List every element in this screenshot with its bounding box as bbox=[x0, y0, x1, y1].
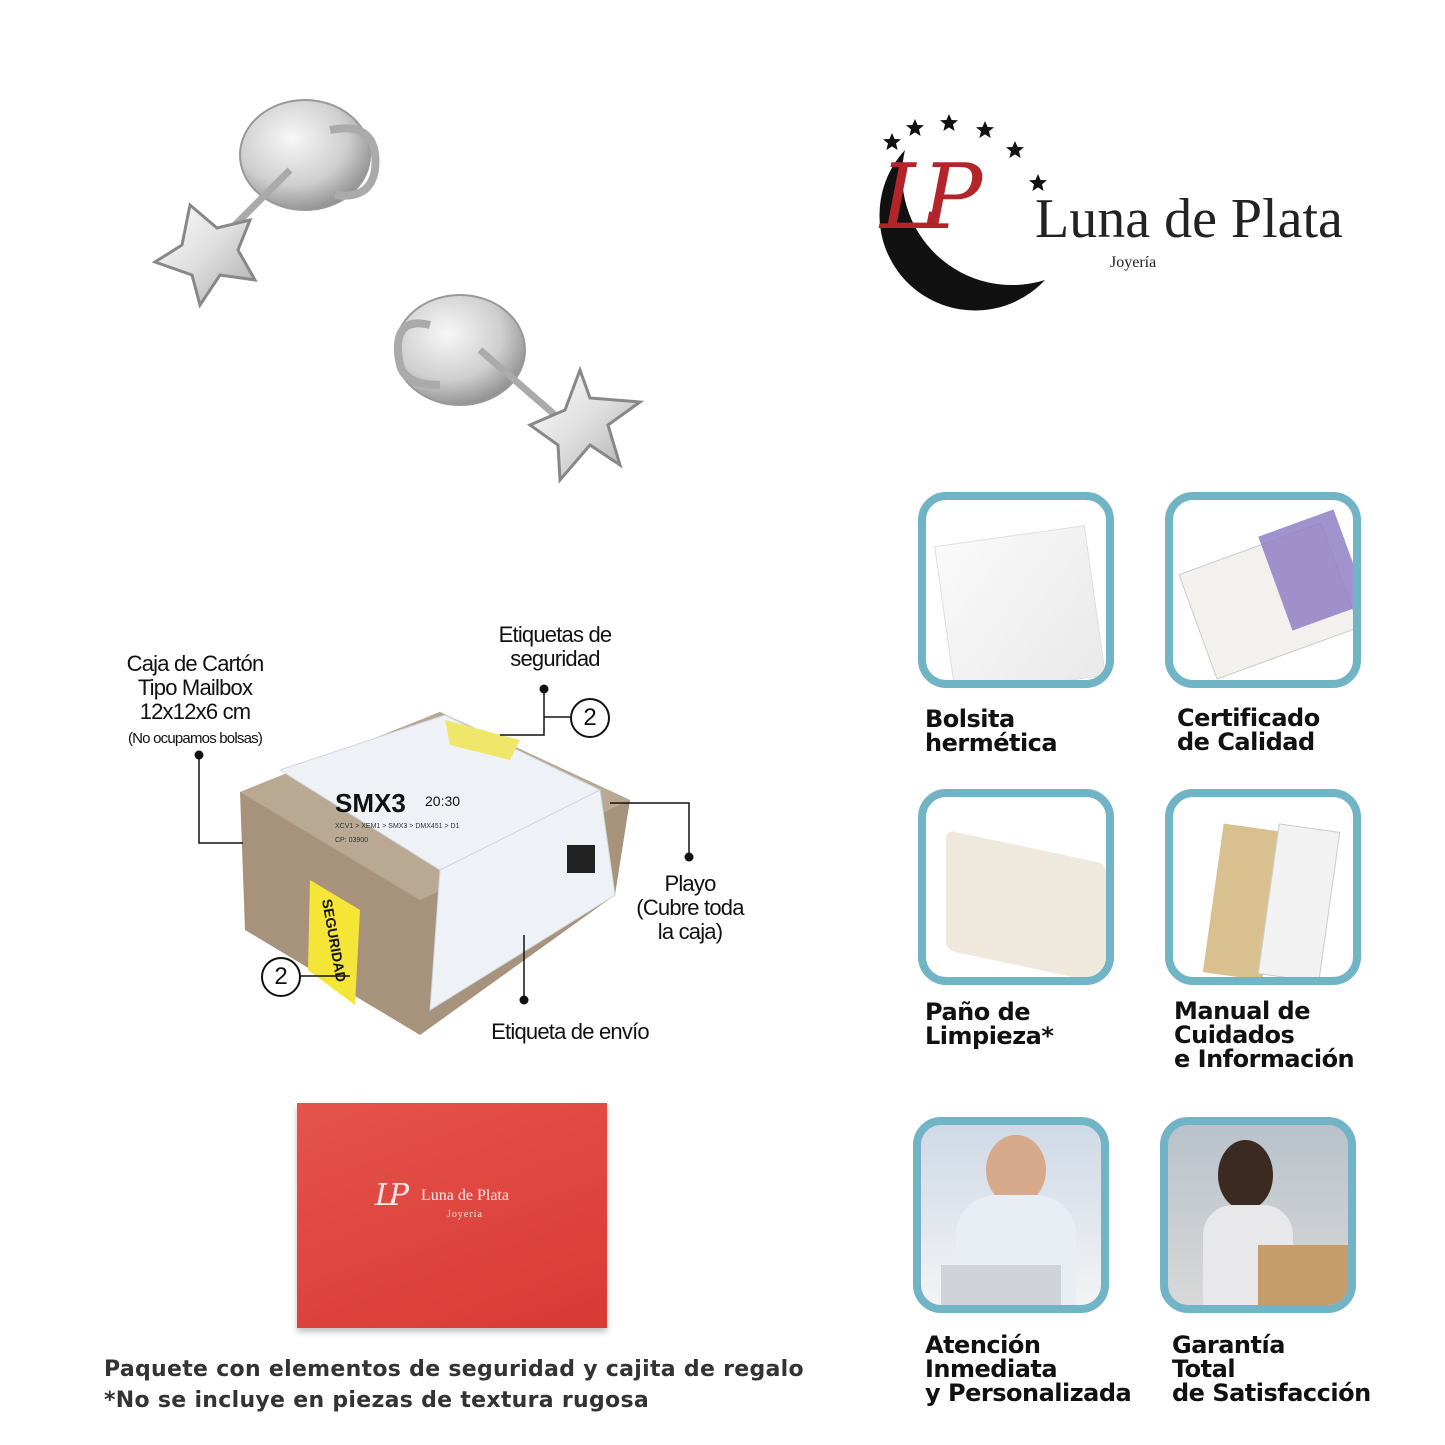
happy-customer-icon bbox=[1218, 1140, 1273, 1210]
box-annotation: Caja de Cartón Tipo Mailbox 12x12x6 cm (… bbox=[100, 652, 290, 751]
logo-name: Luna de Plata bbox=[1035, 188, 1343, 250]
earring-right bbox=[394, 294, 645, 484]
giftbox-monogram: LP bbox=[375, 1178, 409, 1213]
brand-logo: LP Luna de Plata Joyería bbox=[845, 110, 1385, 320]
feature-card-certificate bbox=[1165, 492, 1361, 688]
feature-label: Certificado de Calidad bbox=[1177, 704, 1320, 756]
star-earrings-image bbox=[151, 99, 645, 484]
cleaning-cloth-icon bbox=[946, 829, 1106, 977]
shipping-annotation: Etiqueta de envío bbox=[491, 1019, 649, 1044]
qr-code bbox=[567, 845, 595, 873]
feature-label: Garantía Total de Satisfacción bbox=[1172, 1331, 1371, 1407]
feature-card-cloth bbox=[918, 789, 1114, 985]
feature-label: Atención Inmediata y Personalizada bbox=[925, 1331, 1132, 1407]
feature-label: Bolsita hermética bbox=[925, 705, 1058, 757]
gift-box: LP Luna de Plata Joyería bbox=[297, 1103, 607, 1328]
feature-card-guarantee bbox=[1160, 1117, 1356, 1313]
wrap-label-line: la caja) bbox=[657, 919, 723, 944]
sticker-code: SMX3 bbox=[335, 788, 406, 818]
box-label-line: Caja de Cartón bbox=[126, 651, 265, 676]
logo-monogram: LP bbox=[880, 145, 982, 250]
earring-left bbox=[151, 99, 380, 309]
caption-line-1: Paquete con elementos de seguridad y caj… bbox=[104, 1357, 804, 1382]
security-label-line: seguridad bbox=[510, 646, 600, 671]
feature-label: Paño de Limpieza* bbox=[925, 998, 1054, 1050]
caption-line-2: *No se incluye en piezas de textura rugo… bbox=[104, 1388, 649, 1413]
wrap-annotation: Playo (Cubre toda la caja) bbox=[620, 872, 760, 944]
box-leader-lines: SMX3 20:30 XCV1 > XEM1 > SMX3 > DMX451 >… bbox=[194, 684, 694, 1035]
feature-card-bag bbox=[918, 492, 1114, 688]
support-agent-icon bbox=[986, 1135, 1046, 1205]
sticker-route: XCV1 > XEM1 > SMX3 > DMX451 > D1 bbox=[335, 823, 460, 830]
box-label-line: 12x12x6 cm bbox=[139, 699, 251, 724]
giftbox-brand: Luna de Plata bbox=[421, 1187, 509, 1204]
feature-card-manual bbox=[1165, 789, 1361, 985]
security-annotation: Etiquetas de seguridad bbox=[470, 623, 640, 671]
box-note: (No ocupamos bolsas) bbox=[127, 730, 263, 747]
box-label-line: Tipo Mailbox bbox=[137, 675, 253, 700]
sticker-cp: CP: 03900 bbox=[335, 837, 368, 844]
security-count-badge: 2 bbox=[261, 957, 301, 997]
giftbox-subtitle: Joyería bbox=[447, 1209, 483, 1220]
wrap-label-line: Playo bbox=[664, 871, 716, 896]
security-label-line: Etiquetas de bbox=[498, 622, 613, 647]
moon-stars-icon bbox=[879, 114, 1047, 311]
sticker-time: 20:30 bbox=[425, 793, 460, 809]
wrap-label-line: (Cubre toda bbox=[636, 895, 744, 920]
feature-card-support bbox=[913, 1117, 1109, 1313]
feature-label: Manual de Cuidados e Información bbox=[1174, 997, 1355, 1073]
logo-subtitle: Joyería bbox=[1110, 254, 1157, 271]
ziplock-bag-icon bbox=[934, 525, 1106, 680]
security-count-badge: 2 bbox=[570, 698, 610, 738]
